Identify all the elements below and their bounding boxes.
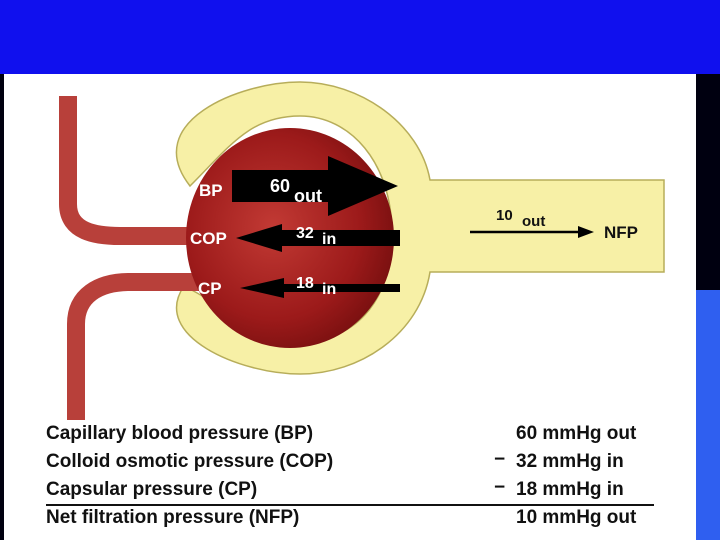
header-band [0, 0, 720, 74]
bp-arrow [232, 156, 398, 216]
total-divider [46, 504, 654, 506]
cp-direction: in [322, 281, 336, 298]
bp-label: BP [199, 181, 223, 200]
total-value: 10 mmHg out [516, 507, 637, 528]
row-value: 18 mmHg in [516, 479, 624, 500]
cop-value: 32 [296, 225, 314, 242]
efferent-arteriole [67, 273, 200, 420]
table-row: Colloid osmotic pressure (COP) − 32 mmHg… [46, 448, 656, 476]
afferent-arteriole [59, 96, 200, 245]
nfp-direction: out [522, 213, 545, 230]
row-value: 32 mmHg in [516, 451, 624, 472]
bp-direction: out [294, 186, 322, 206]
pressure-table: Capillary blood pressure (BP) 60 mmHg ou… [46, 420, 656, 532]
nfp-label: NFP [604, 223, 638, 242]
left-edge-bar [0, 74, 4, 540]
cp-value: 18 [296, 275, 314, 292]
row-sign: − [494, 477, 506, 498]
cop-arrow [236, 224, 400, 252]
row-sign: − [494, 449, 506, 470]
cp-label: CP [198, 279, 222, 298]
row-value: 60 mmHg out [516, 423, 637, 444]
right-edge-accent [696, 290, 720, 540]
table-row: Capsular pressure (CP) − 18 mmHg in [46, 476, 656, 504]
row-label: Colloid osmotic pressure (COP) [46, 451, 334, 472]
table-row: Capillary blood pressure (BP) 60 mmHg ou… [46, 420, 656, 448]
nfp-value: 10 [496, 207, 513, 224]
bowmans-capsule [175, 81, 665, 375]
glomerulus-diagram: BP 60 out COP 32 in CP 18 in 10 out NFP [59, 81, 665, 420]
row-label: Capillary blood pressure (BP) [46, 423, 314, 444]
nfp-arrow-head [578, 226, 594, 238]
cop-direction: in [322, 231, 336, 248]
cop-label: COP [190, 229, 227, 248]
cp-arrow [240, 278, 400, 298]
bp-value: 60 [270, 176, 290, 196]
total-label: Net filtration pressure (NFP) [46, 507, 300, 528]
row-label: Capsular pressure (CP) [46, 479, 258, 500]
table-total-row: Net filtration pressure (NFP) 10 mmHg ou… [46, 504, 656, 532]
